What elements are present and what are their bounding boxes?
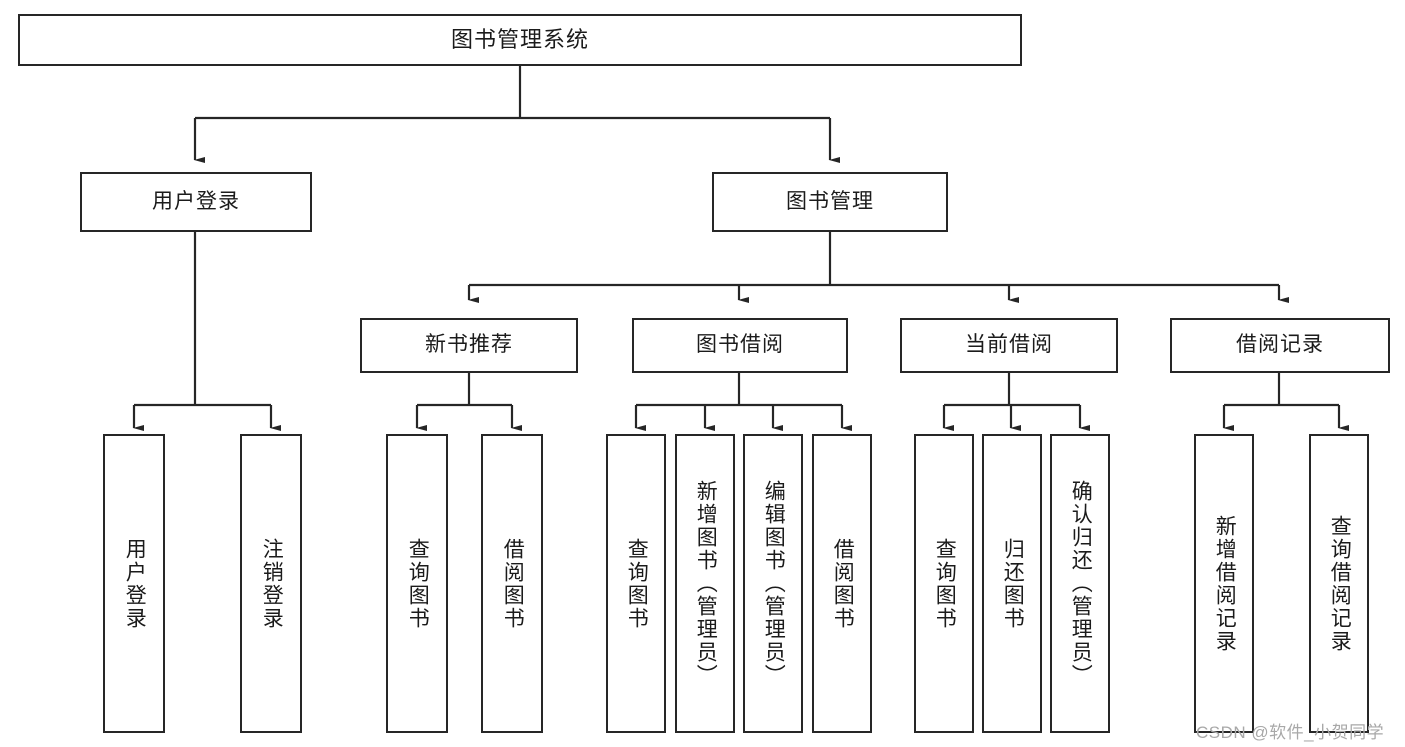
node-label: 图书管理系统	[450, 27, 589, 53]
leaf-recommend-borrow-book[interactable]: 借阅图书	[481, 434, 543, 733]
node-user-login[interactable]: 用户登录	[80, 172, 312, 232]
leaf-user-login-logout[interactable]: 注销登录	[240, 434, 302, 733]
node-label: 归还图书	[1001, 537, 1025, 630]
leaf-record-add-record[interactable]: 新增借阅记录	[1194, 434, 1254, 733]
node-label: 借阅图书	[501, 537, 525, 630]
node-label: 图书管理	[786, 189, 874, 213]
leaf-current-return-book[interactable]: 归还图书	[982, 434, 1042, 733]
leaf-borrow-query-book[interactable]: 查询图书	[606, 434, 666, 733]
node-label: 当前借阅	[965, 333, 1053, 357]
leaf-borrow-edit-book-admin[interactable]: 编辑图书（管理员）	[743, 434, 803, 733]
node-label: 查询图书	[406, 537, 430, 630]
node-label: 借阅图书	[831, 537, 855, 630]
node-label: 新增图书（管理员）	[694, 480, 718, 687]
leaf-user-login-login[interactable]: 用户登录	[103, 434, 165, 733]
node-label: 确认归还（管理员）	[1069, 480, 1093, 687]
node-label: 新书推荐	[425, 333, 513, 357]
node-book-borrow[interactable]: 图书借阅	[632, 318, 848, 373]
node-current-borrow[interactable]: 当前借阅	[900, 318, 1118, 373]
leaf-borrow-borrow-book[interactable]: 借阅图书	[812, 434, 872, 733]
node-label: 图书借阅	[696, 333, 784, 357]
node-label: 借阅记录	[1236, 333, 1324, 357]
leaf-current-query-book[interactable]: 查询图书	[914, 434, 974, 733]
node-label: 用户登录	[123, 537, 147, 630]
node-label: 用户登录	[152, 189, 240, 213]
node-new-book-recommend[interactable]: 新书推荐	[360, 318, 578, 373]
leaf-current-confirm-return-admin[interactable]: 确认归还（管理员）	[1050, 434, 1110, 733]
leaf-borrow-add-book-admin[interactable]: 新增图书（管理员）	[675, 434, 735, 733]
node-label: 查询图书	[625, 537, 649, 630]
node-label: 编辑图书（管理员）	[762, 480, 786, 687]
node-label: 查询借阅记录	[1328, 514, 1352, 653]
node-label: 注销登录	[260, 537, 284, 630]
watermark-csdn: CSDN @软件_小贺同学	[1196, 723, 1385, 742]
node-book-management[interactable]: 图书管理	[712, 172, 948, 232]
leaf-recommend-query-book[interactable]: 查询图书	[386, 434, 448, 733]
node-label: 新增借阅记录	[1213, 514, 1237, 653]
node-borrow-record[interactable]: 借阅记录	[1170, 318, 1390, 373]
node-label: 查询图书	[933, 537, 957, 630]
node-root-system[interactable]: 图书管理系统	[18, 14, 1022, 66]
leaf-record-query-record[interactable]: 查询借阅记录	[1309, 434, 1369, 733]
